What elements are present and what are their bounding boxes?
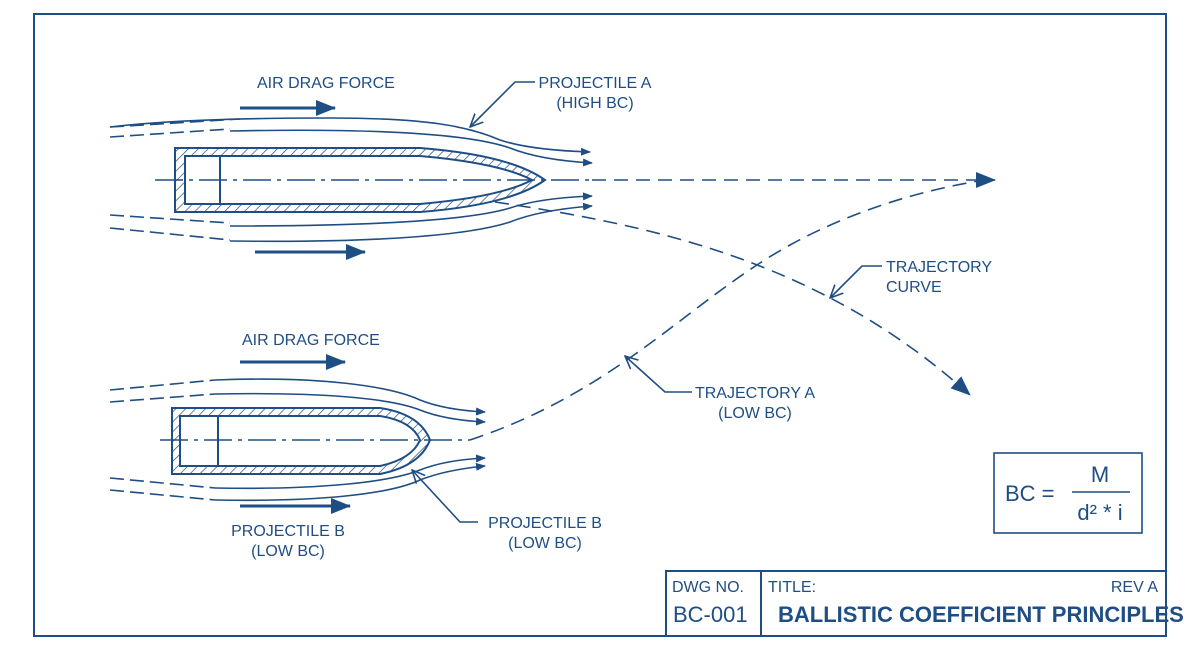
leader-trajectory-a [625, 356, 692, 393]
airflow-b-line [214, 392, 486, 426]
trajectory-curve-label-line1: TRAJECTORY [886, 259, 992, 276]
trajectory-curve-rise [469, 179, 986, 441]
air-drag-force-label-bottom: AIR DRAG FORCE [242, 332, 380, 349]
drawing-border [33, 13, 1167, 637]
trajectory-curve-drop [494, 201, 971, 396]
airflow-b-line [109, 393, 216, 403]
projectile-b [160, 407, 470, 475]
dwg-no-label: DWG NO. [672, 579, 744, 596]
airflow-a-line [109, 128, 231, 138]
projectile-b-right-label-line1: PROJECTILE B [488, 515, 602, 532]
title-block: DWG NO. BC-001 TITLE: REV A BALLISTIC CO… [665, 570, 1184, 637]
trajectory-curve-label-line2: CURVE [886, 279, 942, 296]
leader-projectile-b [412, 470, 478, 523]
formula-denominator: d² * i [1077, 500, 1122, 525]
bc-formula-box: BC = M d² * i [993, 452, 1143, 534]
airflow-a [109, 117, 593, 243]
leader-trajectory-curve [830, 265, 882, 298]
projectile-a-label-line1: PROJECTILE A [539, 75, 652, 92]
airflow-a-line [109, 227, 231, 241]
airflow-a-line [109, 214, 231, 224]
airflow-b-line [214, 378, 486, 416]
trajectory-a-label-line2: (LOW BC) [718, 405, 792, 422]
title-block-frame [665, 570, 1167, 637]
airflow-a-line [229, 202, 593, 243]
airflow-a-line [109, 118, 241, 128]
projectile-b-cavity [179, 415, 422, 467]
projectile-b-left-label-line1: PROJECTILE B [231, 523, 345, 540]
airflow-b-line [109, 379, 216, 391]
trajectory-a-label-line1: TRAJECTORY A [695, 385, 815, 402]
airflow-b [109, 378, 486, 502]
airflow-a-line [229, 129, 593, 167]
projectile-a [155, 147, 592, 213]
dwg-no-value: BC-001 [673, 602, 748, 627]
drawing-title: BALLISTIC COEFFICIENT PRINCIPLES [778, 602, 1184, 627]
airflow-b-line [214, 462, 486, 502]
airflow-a-line [109, 117, 591, 156]
projectile-a-label-line2: (HIGH BC) [556, 95, 633, 112]
leader-projectile-a [470, 81, 535, 127]
airflow-b-line [109, 489, 216, 501]
formula-numerator: M [1091, 462, 1109, 487]
airflow-b-line [109, 477, 216, 489]
projectile-b-left-label-line2: (LOW BC) [251, 543, 325, 560]
revision: REV A [1111, 579, 1158, 596]
title-label: TITLE: [768, 579, 816, 596]
projectile-b-right-label-line2: (LOW BC) [508, 535, 582, 552]
air-drag-force-label-top: AIR DRAG FORCE [257, 75, 395, 92]
formula-frame [993, 452, 1143, 534]
airflow-b-line [214, 454, 486, 490]
formula-lhs: BC = [1005, 481, 1055, 506]
airflow-a-line [229, 192, 593, 227]
